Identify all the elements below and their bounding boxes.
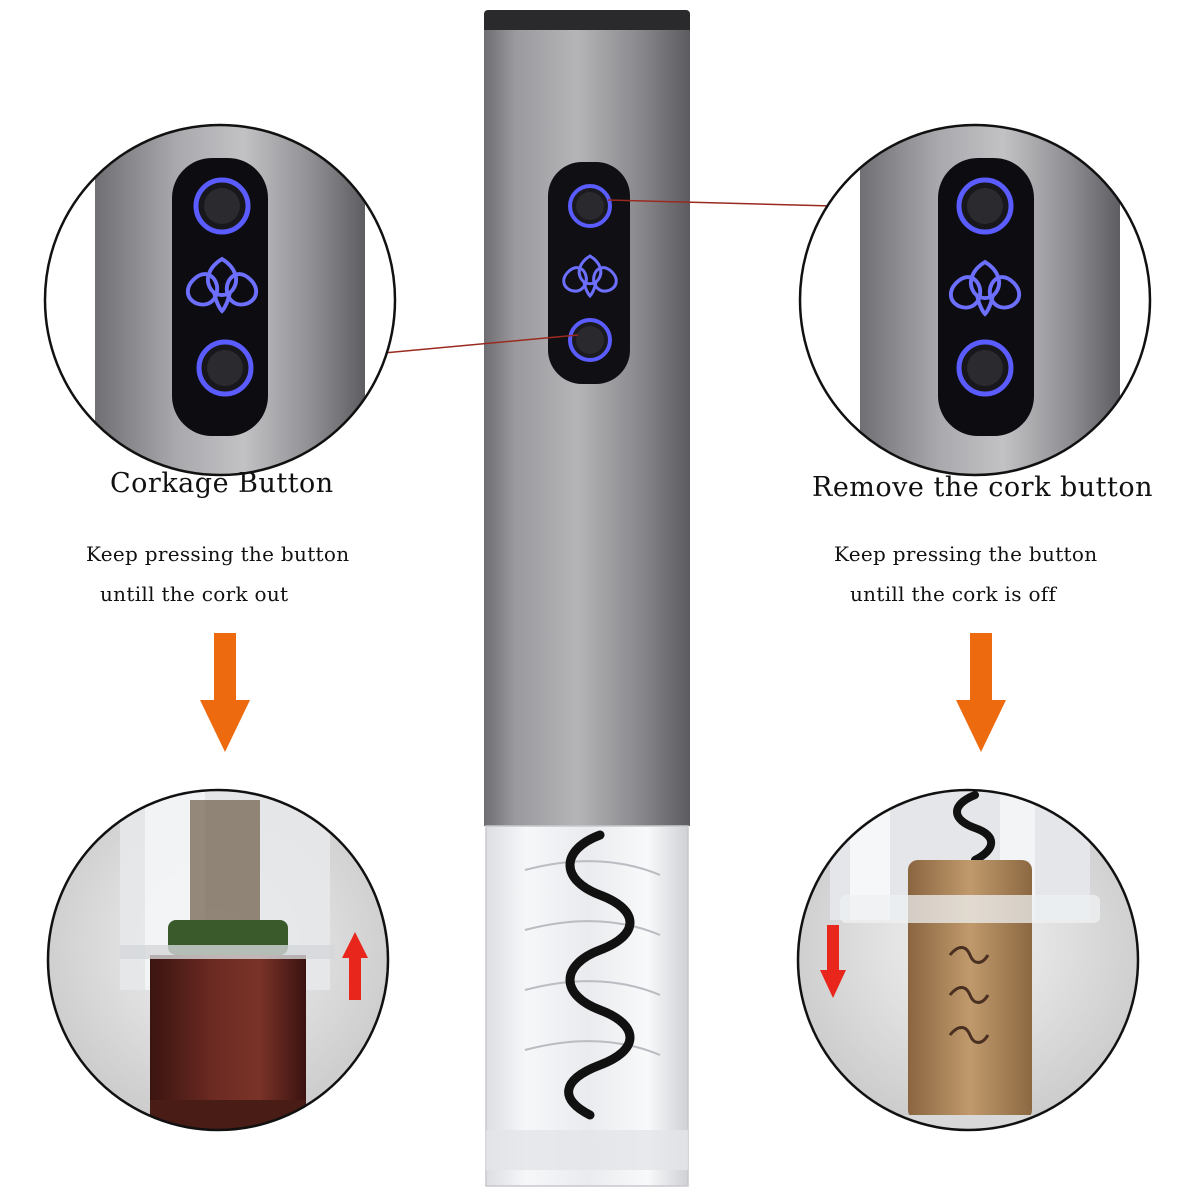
photo-circle-bottle bbox=[46, 788, 390, 1132]
photo-circle-cork bbox=[796, 788, 1140, 1132]
wine-opener-device bbox=[484, 10, 690, 1187]
arrow-down-icon bbox=[956, 633, 1006, 752]
corkage-button-title: Corkage Button bbox=[110, 468, 334, 499]
cork-in-neck bbox=[190, 800, 260, 930]
remove-cork-desc-line2: untill the cork is off bbox=[850, 582, 1057, 606]
arrow-down-icon bbox=[200, 633, 250, 752]
bottle-neck bbox=[150, 955, 306, 1130]
device-cap bbox=[484, 10, 690, 34]
zoom-circle-corkage bbox=[43, 123, 397, 477]
corkscrew-tip bbox=[953, 791, 996, 864]
control-panel bbox=[548, 162, 630, 384]
corkscrew-worm bbox=[564, 830, 635, 1120]
wine-cork bbox=[908, 860, 1032, 1120]
arrow-up-icon bbox=[342, 932, 368, 1000]
remove-cork-desc-line1: Keep pressing the button bbox=[834, 542, 1098, 566]
device-body bbox=[484, 30, 690, 826]
zoom-circle-remove-cork bbox=[798, 123, 1152, 477]
arrow-down-icon bbox=[820, 925, 846, 998]
corkage-desc-line2: untill the cork out bbox=[100, 582, 289, 606]
corkage-desc-line1: Keep pressing the button bbox=[86, 542, 350, 566]
remove-cork-title: Remove the cork button bbox=[812, 472, 1154, 503]
